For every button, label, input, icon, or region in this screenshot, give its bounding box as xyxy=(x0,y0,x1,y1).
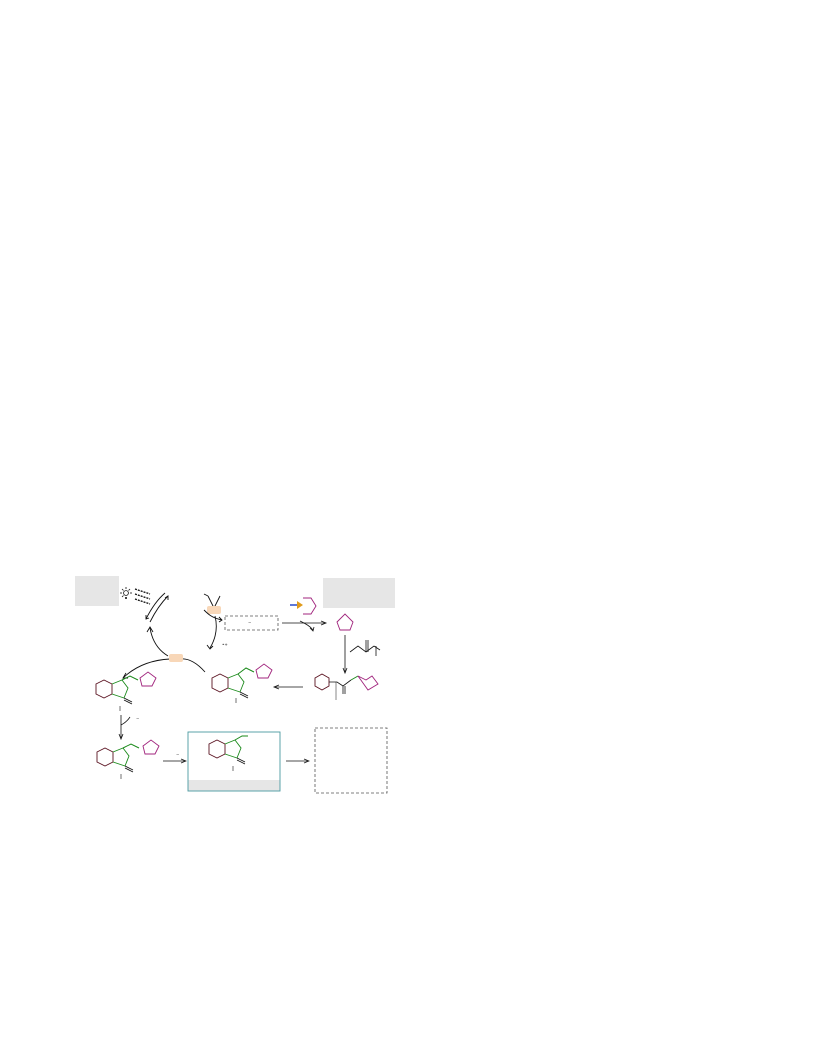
reagent-dashed-box xyxy=(224,615,279,631)
application-arrow xyxy=(286,758,310,764)
oxidation-sign: •+ xyxy=(222,642,228,647)
highlighted-product-footer xyxy=(188,780,280,791)
radical-precursor xyxy=(290,597,317,615)
acrylamide-reagent xyxy=(349,640,381,656)
conditions-label-box xyxy=(323,578,395,608)
radical-generation-arrow xyxy=(282,620,328,632)
catalytic-cycle xyxy=(122,609,223,679)
addition-arrow xyxy=(342,635,348,675)
photocatalyst-label-box xyxy=(75,576,119,606)
catalyst-ground-state xyxy=(169,654,183,662)
derivatization-arrow xyxy=(163,758,187,764)
radical-adduct xyxy=(314,673,379,700)
highlighted-product-structure xyxy=(208,735,248,771)
cyclic-radical xyxy=(336,613,354,631)
deprotonation-arrow xyxy=(118,715,131,741)
excitation-arrows xyxy=(145,592,169,623)
applications-dashed-box xyxy=(314,727,388,794)
reagent-sign: − xyxy=(136,716,139,721)
cyclization-arrow xyxy=(272,684,303,690)
dashed-box-sign: − xyxy=(248,620,251,625)
photocatalyst-excited xyxy=(203,593,221,614)
cyclized-radical xyxy=(211,663,273,703)
oxindole-product xyxy=(96,739,160,779)
light-bulb-icon xyxy=(120,587,132,599)
light-rays-icon xyxy=(134,588,151,605)
arrow-condition: − xyxy=(176,752,179,757)
catalyst-highlight xyxy=(207,606,221,614)
cationic-intermediate xyxy=(95,671,157,711)
